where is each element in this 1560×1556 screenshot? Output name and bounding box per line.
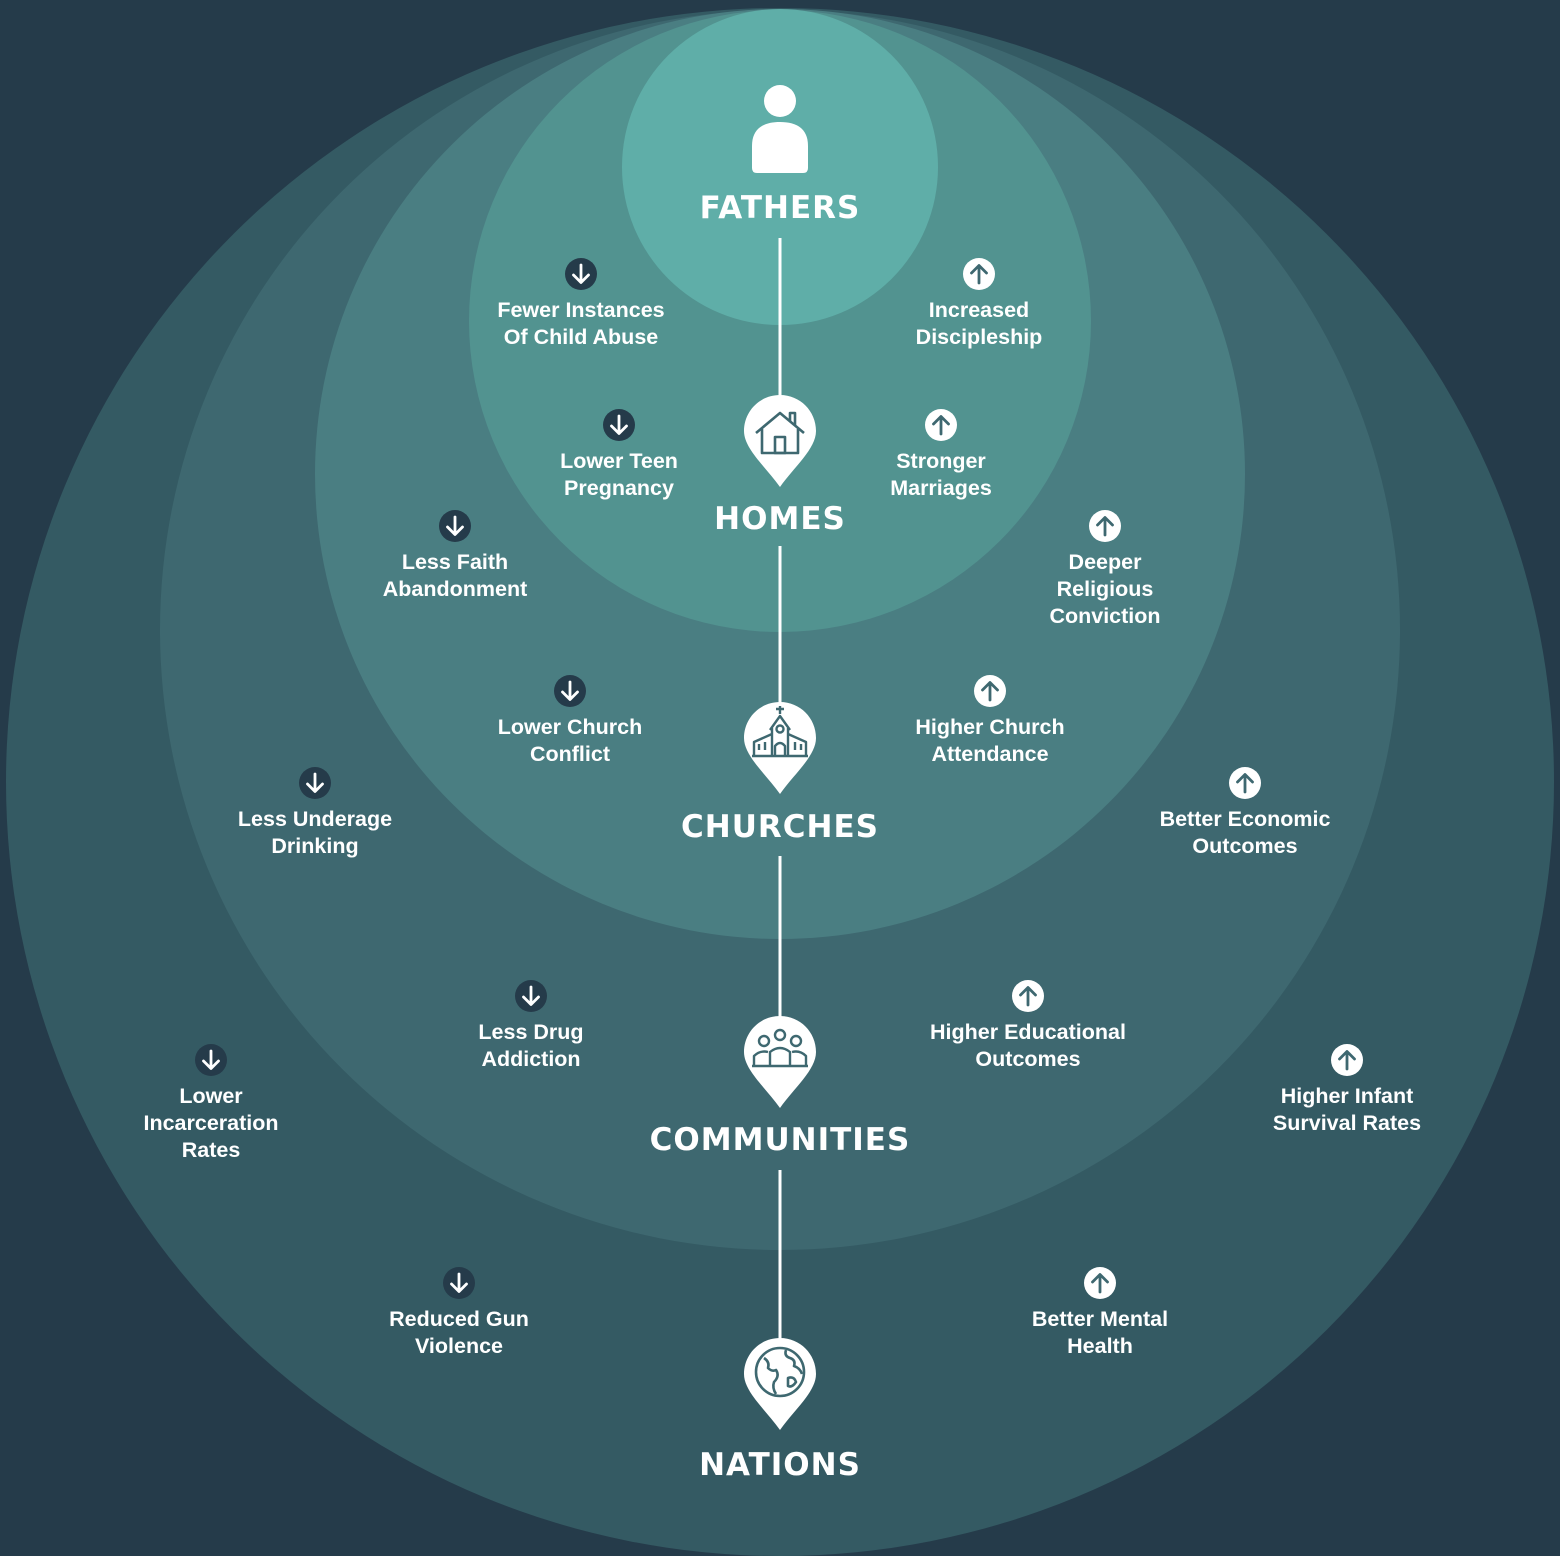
effect-label: Less Drug Addiction [478,1020,584,1071]
effect-item: Higher Church Attendance [850,674,1130,768]
effect-label: Lower Church Conflict [497,715,643,766]
effect-item: Lower Teen Pregnancy [479,408,759,502]
people-group-icon [744,1016,816,1108]
globe-icon [744,1338,816,1430]
effect-label: Increased Discipleship [915,298,1043,349]
up-arrow-icon [1331,1044,1363,1076]
down-arrow-icon [443,1267,475,1299]
effect-label: Better Mental Health [1031,1307,1169,1358]
down-arrow-icon [565,258,597,290]
down-arrow-icon [515,980,547,1012]
down-arrow-icon [439,510,471,542]
effect-item: Higher Educational Outcomes [888,979,1168,1073]
effect-label: Stronger Marriages [890,449,992,500]
up-arrow-icon [1084,1267,1116,1299]
effect-item: Reduced Gun Violence [319,1266,599,1360]
effect-label: Lower Teen Pregnancy [560,449,678,500]
effect-item: Stronger Marriages [801,408,1081,502]
down-arrow-icon [554,675,586,707]
up-arrow-icon [925,409,957,441]
effect-item: Less Drug Addiction [391,979,671,1073]
level-label-homes: HOMES [714,501,846,537]
down-arrow-icon [603,409,635,441]
effect-label: Fewer Instances Of Child Abuse [497,298,665,349]
down-arrow-icon [299,767,331,799]
effect-item: Lower Incarceration Rates [71,1043,351,1164]
effect-label: Higher Church Attendance [915,715,1065,766]
level-label-fathers: FATHERS [699,190,861,226]
effect-item: Fewer Instances Of Child Abuse [441,257,721,351]
effect-item: Less Underage Drinking [175,766,455,860]
house-icon [744,395,816,487]
effect-label: Better Economic Outcomes [1159,807,1331,858]
effect-item: Better Mental Health [960,1266,1240,1360]
effect-item: Better Economic Outcomes [1105,766,1385,860]
effect-label: Reduced Gun Violence [389,1307,529,1358]
effect-label: Higher Infant Survival Rates [1272,1084,1422,1135]
up-arrow-icon [974,675,1006,707]
up-arrow-icon [1229,767,1261,799]
up-arrow-icon [1089,510,1121,542]
effect-label: Less Faith Abandonment [382,550,528,601]
up-arrow-icon [963,258,995,290]
effect-label: Lower Incarceration Rates [143,1084,279,1162]
up-arrow-icon [1012,980,1044,1012]
effect-label: Deeper Religious Conviction [1049,550,1161,628]
effect-item: Increased Discipleship [839,257,1119,351]
level-label-nations: NATIONS [699,1447,861,1483]
level-label-communities: COMMUNITIES [649,1122,911,1158]
effect-item: Higher Infant Survival Rates [1207,1043,1487,1137]
down-arrow-icon [195,1044,227,1076]
level-label-churches: CHURCHES [681,809,879,845]
person-icon [752,85,808,173]
effect-item: Less Faith Abandonment [315,509,595,603]
effect-label: Higher Educational Outcomes [930,1020,1126,1071]
church-icon [744,702,816,794]
effect-label: Less Underage Drinking [237,807,393,858]
effect-item: Deeper Religious Conviction [965,509,1245,630]
effect-item: Lower Church Conflict [430,674,710,768]
